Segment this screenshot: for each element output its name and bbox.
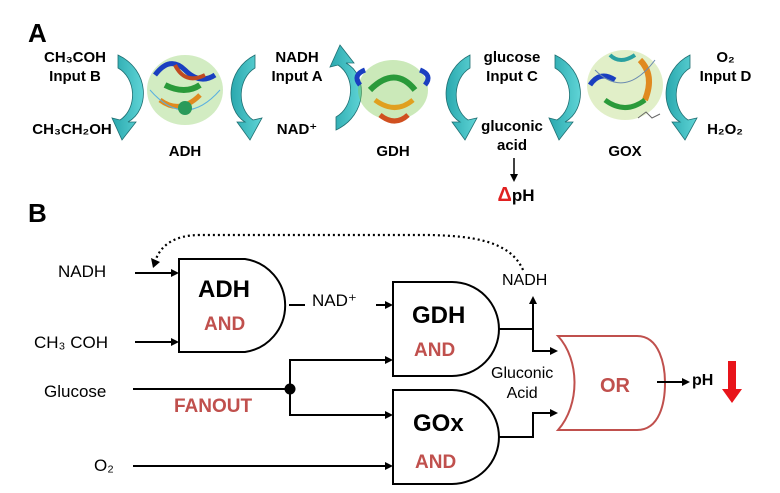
gdh-gate-title: GDH xyxy=(412,302,466,329)
panel-a-label: A xyxy=(28,18,47,48)
adh-gate-type: AND xyxy=(204,314,246,335)
o2-label: O₂ Input D xyxy=(688,48,763,86)
input-nadh-label: NADH xyxy=(58,262,107,281)
gluconic-text: gluconic xyxy=(481,118,543,135)
nadh-feedback-dotted-arrow xyxy=(153,233,525,271)
o2-formula: O₂ xyxy=(716,49,735,66)
gdh-protein-structure xyxy=(354,60,431,124)
curved-arrow-3 xyxy=(329,44,362,131)
glucose-label: glucose Input C xyxy=(472,48,552,86)
curved-arrow-6 xyxy=(665,54,698,141)
nadh-output-label: NADH xyxy=(502,272,548,289)
gluconic-word: Gluconic xyxy=(491,365,554,382)
arrowhead xyxy=(550,347,558,355)
input-ch3coh-label: CH₃ COH xyxy=(34,333,108,352)
or-gate-type: OR xyxy=(600,375,630,397)
arrowhead xyxy=(550,409,558,417)
nadh-label: NADH Input A xyxy=(262,48,332,86)
adh-and-gate-shape xyxy=(178,258,287,353)
nad-plus-intermediate-label: NAD⁺ xyxy=(312,291,357,310)
ph-down-arrow-icon xyxy=(722,361,742,403)
gdh-to-or-wire xyxy=(499,328,552,352)
arrowhead xyxy=(385,301,393,309)
arrowhead xyxy=(171,269,179,277)
input-c-label: Input C xyxy=(486,68,538,85)
curved-arrow-5 xyxy=(548,54,581,141)
delta-symbol: Δ xyxy=(497,184,512,206)
arrowhead xyxy=(529,296,537,304)
arrowhead xyxy=(385,462,393,470)
ethanol-label: CH₃CH₂OH xyxy=(32,121,112,138)
gluconic-acid-label: gluconic acid xyxy=(472,117,552,155)
input-o2-label: O₂ xyxy=(94,456,114,475)
curved-arrow-2 xyxy=(230,54,263,141)
input-b-label: Input B xyxy=(49,68,101,85)
nadh-name: NADH xyxy=(275,49,319,66)
curved-arrow-4 xyxy=(445,54,478,141)
ch3coh-formula: CH₃COH xyxy=(44,49,106,66)
gox-gate-type: AND xyxy=(415,452,457,473)
fanout-label: FANOUT xyxy=(174,396,253,417)
input-d-label: Input D xyxy=(699,68,752,85)
input-a-label: Input A xyxy=(271,68,323,85)
arrowhead xyxy=(385,411,393,419)
fanout-to-gox-wire xyxy=(289,389,387,416)
ph-text: pH xyxy=(511,186,535,205)
arrowhead xyxy=(682,378,690,386)
input-glucose-label: Glucose xyxy=(44,382,107,401)
nad-plus-label: NAD⁺ xyxy=(276,121,318,138)
or-gate-shape xyxy=(555,335,667,431)
arrowhead xyxy=(171,338,179,346)
delta-ph-label: ΔpH xyxy=(486,184,546,206)
adh-enzyme-label: ADH xyxy=(168,143,202,160)
gdh-and-gate-shape xyxy=(392,281,500,377)
ph-output-label: pH xyxy=(692,372,714,389)
gox-gate-title: GOx xyxy=(413,410,464,437)
gox-enzyme-label: GOX xyxy=(608,143,642,160)
fanout-junction-dot xyxy=(284,383,296,395)
fanout-to-gdh-wire xyxy=(289,359,387,389)
arrowhead xyxy=(385,356,393,364)
adh-gate-title: ADH xyxy=(198,276,250,303)
gox-and-gate-shape xyxy=(392,389,500,485)
feedback-arrowhead xyxy=(151,258,160,268)
gdh-enzyme-label: GDH xyxy=(376,143,410,160)
gdh-gate-type: AND xyxy=(414,340,456,361)
gox-to-or-wire xyxy=(499,412,552,438)
adh-protein-structure xyxy=(147,55,223,125)
gluconic-acid-intermediate-label: Gluconic Acid xyxy=(491,364,553,404)
h2o2-label: H₂O₂ xyxy=(707,121,743,138)
panel-b-label: B xyxy=(28,198,47,228)
ch3coh-label: CH₃COH Input B xyxy=(30,48,120,86)
curved-arrow-1 xyxy=(111,54,144,141)
acid-text: acid xyxy=(496,137,527,154)
gox-protein-structure xyxy=(587,50,663,120)
panel-a-graphics xyxy=(111,44,698,182)
acid-word: Acid xyxy=(506,385,538,402)
glucose-name: glucose xyxy=(483,49,541,66)
down-arrow-to-delta-ph xyxy=(510,158,518,182)
